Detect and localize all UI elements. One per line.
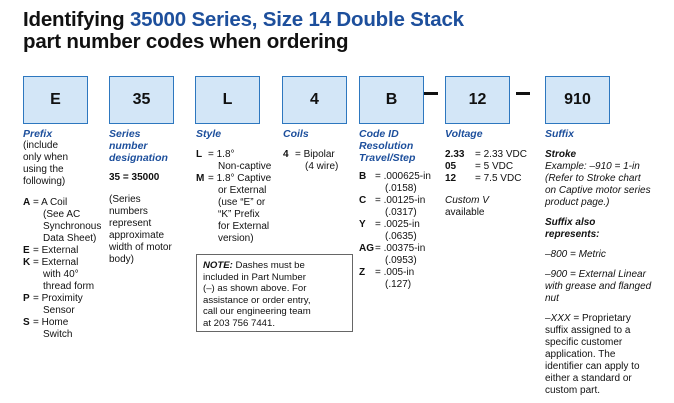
coils-column: Coils 4= Bipolar (4 wire) [283, 128, 358, 173]
prefix-item-a: A= A Coil [23, 197, 68, 208]
series-column: Series number designation 35 = 35000 (Se… [109, 128, 194, 266]
note-box: NOTE: Dashes must be included in Part Nu… [196, 254, 353, 332]
code-id-item-b: B= .000625-in [359, 171, 431, 182]
prefix-item-p: P= Proximity [23, 293, 83, 304]
series-heading-2: number [109, 140, 148, 152]
note-label: NOTE: [203, 260, 233, 271]
code-id-heading-3: Travel/Step [359, 152, 416, 164]
code-box-series: 35 [109, 76, 174, 124]
style-item-m: M= 1.8° Captive [196, 173, 272, 184]
voltage-item-233: 2.33= 2.33 VDC [445, 149, 527, 160]
code-id-item-c: C= .00125-in [359, 195, 426, 206]
prefix-note-1: (include [23, 140, 59, 151]
voltage-column: Voltage 2.33= 2.33 VDC 05= 5 VDC 12= 7.5… [445, 128, 540, 219]
code-id-item-y: Y= .0025-in [359, 219, 420, 230]
code-box-suffix: 910 [545, 76, 610, 124]
code-box-coils: 4 [282, 76, 347, 124]
series-heading-1: Series [109, 128, 141, 140]
coils-heading: Coils [283, 128, 309, 140]
title-line2: part number codes when ordering [23, 30, 349, 53]
prefix-note-3: using the [23, 164, 64, 175]
dash-separator-2 [516, 92, 530, 95]
suffix-column: Suffix Stroke Example: –910 = 1-in (Refe… [545, 128, 670, 397]
prefix-item-k: K= External [23, 257, 79, 268]
suffix-metric: –800 = Metric [545, 249, 606, 260]
code-box-style: L [195, 76, 260, 124]
series-heading-3: designation [109, 152, 168, 164]
title-prefix: Identifying [23, 8, 130, 31]
voltage-item-05: 05= 5 VDC [445, 161, 514, 172]
prefix-note-2: only when [23, 152, 69, 163]
code-id-heading-2: Resolution [359, 140, 414, 152]
page-title: Identifying 35000 Series, Size 14 Double… [23, 9, 663, 53]
style-column: Style L= 1.8° Non-captive M= 1.8° Captiv… [196, 128, 281, 245]
dash-separator-1 [424, 92, 438, 95]
style-item-l: L= 1.8° [196, 149, 235, 160]
code-box-voltage: 12 [445, 76, 510, 124]
title-accent: 35000 Series, Size 14 Double Stack [129, 8, 464, 31]
code-id-item-z: Z= .005-in [359, 267, 415, 278]
prefix-heading: Prefix [23, 128, 53, 140]
style-heading: Style [196, 128, 222, 140]
code-id-column: Code ID Resolution Travel/Step B= .00062… [359, 128, 444, 291]
prefix-column: Prefix (include only when using the foll… [23, 128, 108, 341]
stroke-label: Stroke [545, 149, 577, 160]
code-id-heading-1: Code ID [359, 128, 399, 140]
prefix-item-e: E= External [23, 245, 79, 256]
voltage-heading: Voltage [445, 128, 483, 140]
prefix-item-s: S= Home [23, 317, 69, 328]
code-id-item-ag: AG= .00375-in [359, 243, 426, 254]
code-box-prefix: E [23, 76, 88, 124]
series-value: 35 = 35000 [109, 172, 160, 183]
coils-item-4: 4= Bipolar [283, 149, 335, 160]
voltage-item-12: 12= 7.5 VDC [445, 173, 522, 184]
suffix-heading: Suffix [545, 128, 574, 140]
prefix-note-4: following) [23, 176, 66, 187]
code-box-code-id: B [359, 76, 424, 124]
